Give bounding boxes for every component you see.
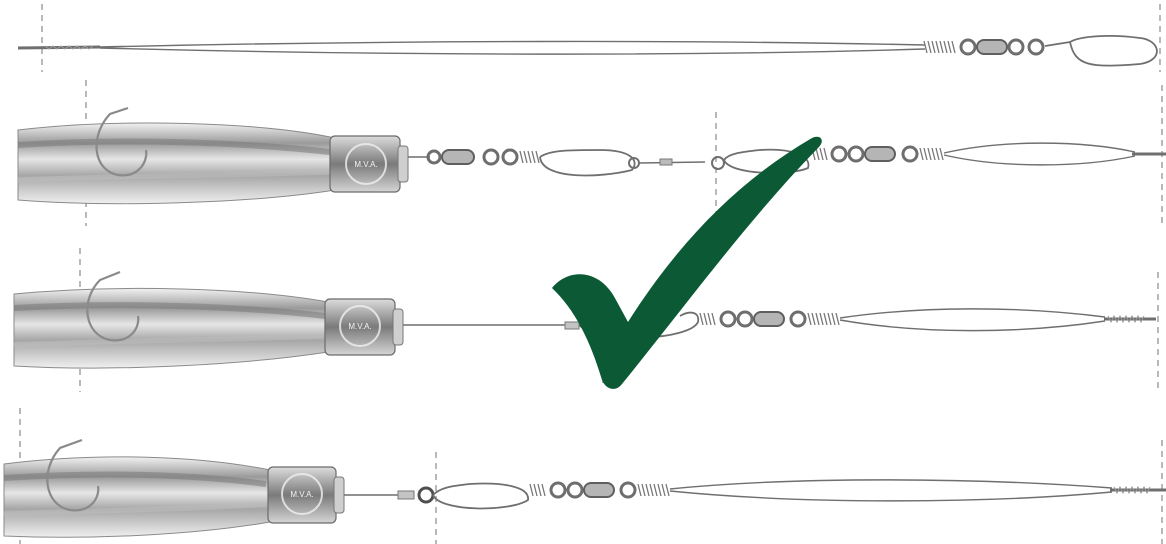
leader-line (669, 490, 1113, 502)
spring-wrap (807, 312, 840, 326)
spring-wrap (519, 150, 540, 164)
lure-head-text: M.V.A. (290, 490, 313, 499)
lure-skirt (3, 456, 271, 538)
hook-icon (86, 270, 140, 342)
swivel-icon (719, 310, 807, 328)
spring-wrap (923, 40, 956, 54)
lure-head-text: M.V.A. (354, 160, 377, 169)
leader-line (669, 479, 1113, 490)
swivel-icon (830, 145, 919, 163)
spring-wrap (699, 312, 716, 326)
spring-wrap (529, 483, 546, 497)
leader-line (99, 40, 926, 48)
rig-lure-a: M.V.A. (17, 80, 1166, 226)
rig-leader-only (17, 4, 1161, 72)
leader-line (943, 154, 1136, 166)
hook-icon (46, 438, 100, 512)
swivel-icon (426, 148, 519, 166)
rig-lure-c: M.V.A. (3, 408, 1166, 544)
lure-skirt (13, 287, 329, 369)
lure-skirt (17, 122, 336, 205)
swivel-icon (549, 481, 637, 499)
snap-loop (539, 149, 636, 177)
lure-head: M.V.A. (267, 466, 345, 524)
lure-head: M.V.A. (324, 298, 404, 356)
spring-wrap (637, 483, 670, 497)
lure-head: M.V.A. (329, 135, 409, 193)
leader-line (839, 308, 1106, 319)
hook-icon (95, 106, 148, 177)
checkmark-icon (552, 136, 822, 389)
snap-loop (432, 482, 529, 510)
lure-head-text: M.V.A. (348, 322, 371, 331)
spring-wrap (919, 147, 944, 161)
snap-loop (1044, 35, 1158, 67)
leader-line (839, 319, 1106, 332)
swivel-icon (959, 38, 1045, 56)
leader-line (943, 142, 1136, 154)
leader-line (99, 47, 926, 55)
